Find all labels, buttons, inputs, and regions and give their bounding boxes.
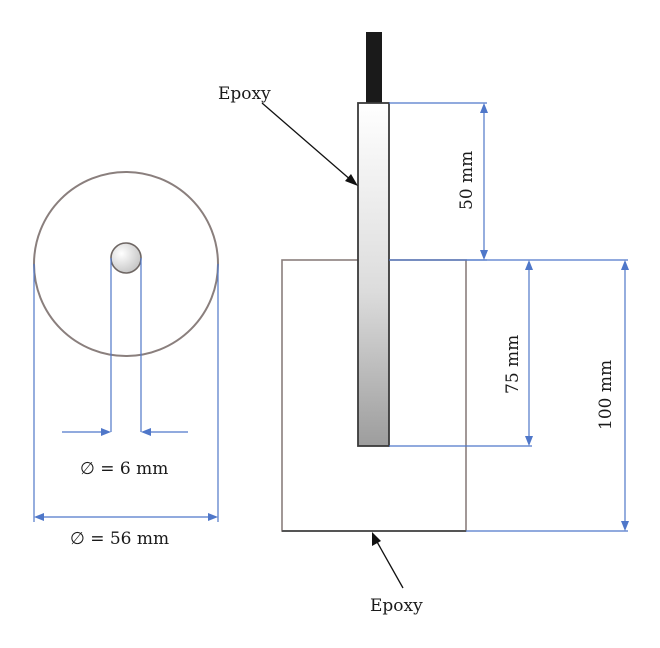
side-view: Epoxy Epoxy 50 mm 75 mm 100 mm (218, 32, 629, 616)
epoxy-leader-bottom (375, 539, 404, 589)
epoxy-leader-top (261, 102, 353, 182)
epoxy-label-top: Epoxy (218, 84, 271, 104)
outer-diameter-label: ∅ = 56 mm (70, 529, 169, 549)
dim50-arrowhead-bottom (480, 250, 488, 260)
outer-dimension-left-arrowhead (34, 513, 44, 521)
inner-diameter-label: ∅ = 6 mm (80, 459, 168, 479)
probe-hole (110, 242, 142, 274)
probe-cable (366, 32, 382, 104)
dim50-label: 50 mm (457, 151, 477, 210)
probe-body (357, 102, 390, 447)
top-view: ∅ = 6 mm ∅ = 56 mm (33, 171, 219, 549)
epoxy-label-bottom: Epoxy (370, 596, 423, 616)
epoxy-leader-top-arrowhead (345, 174, 358, 186)
dim50-arrowhead-top (480, 103, 488, 113)
dim75-arrowhead-top (525, 260, 533, 270)
epoxy-leader-bottom-arrowhead (372, 532, 381, 546)
dim75-arrowhead-bottom (525, 436, 533, 446)
inner-dimension-right-arrowhead (141, 428, 151, 436)
outer-dimension-right-arrowhead (208, 513, 218, 521)
dim100-arrowhead-bottom (621, 521, 629, 531)
dim100-label: 100 mm (596, 360, 616, 430)
dim75-label: 75 mm (503, 335, 523, 394)
inner-dimension-left-arrowhead (101, 428, 111, 436)
dim100-arrowhead-top (621, 260, 629, 270)
